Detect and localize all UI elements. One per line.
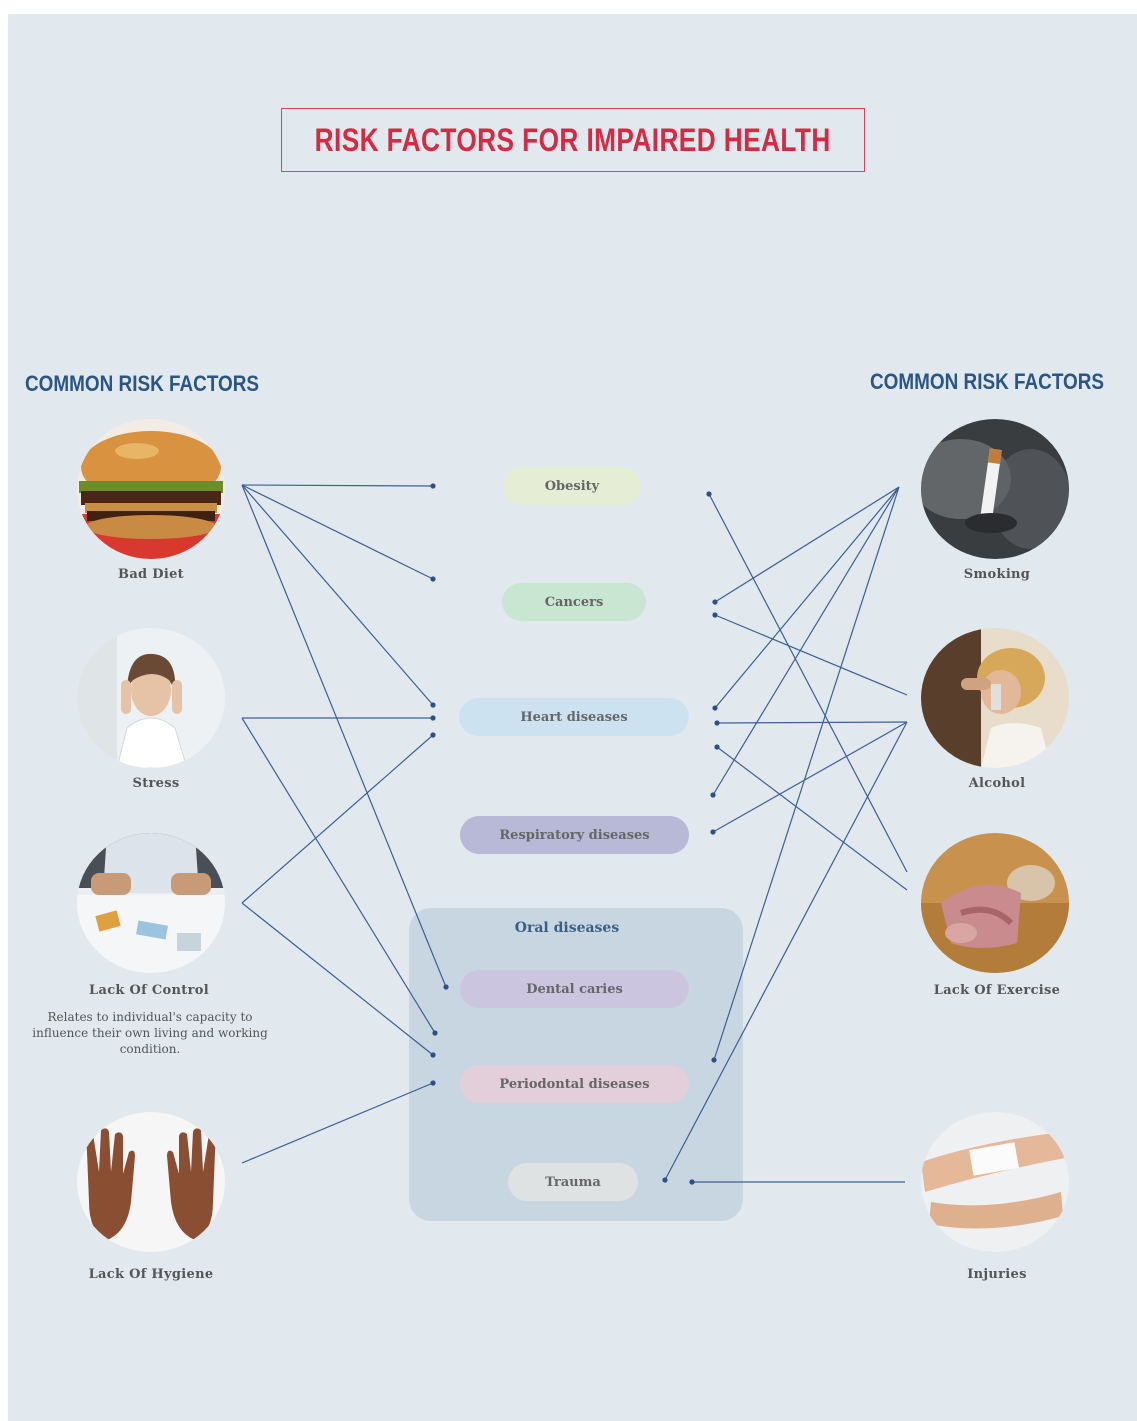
condition-cancers: Cancers [502, 583, 646, 621]
label-smoking: Smoking [963, 567, 1031, 582]
title-box: RISK FACTORS FOR IMPAIRED HEALTH [281, 108, 865, 172]
condition-periodontal-diseases: Periodontal diseases [460, 1065, 689, 1103]
oral-diseases-label: Oral diseases [514, 920, 620, 936]
lack-of-control-description: Relates to individual's capacity to infl… [32, 1010, 268, 1056]
label-injuries: Injuries [967, 1267, 1027, 1282]
drinking-woman-photo [921, 628, 1069, 768]
couch-sleeper-photo [921, 833, 1069, 973]
messy-desk-photo [77, 833, 225, 973]
label-alcohol: Alcohol [968, 776, 1026, 791]
dirty-hands-photo [77, 1112, 225, 1252]
burger-photo [77, 419, 225, 559]
condition-heart-diseases: Heart diseases [459, 698, 689, 736]
stressed-woman-photo [77, 628, 225, 768]
right-column-heading: COMMON RISK FACTORS [870, 369, 1105, 394]
bandaged-arm-photo [921, 1112, 1069, 1252]
label-bad-diet: Bad Diet [118, 567, 184, 582]
condition-trauma: Trauma [508, 1163, 638, 1201]
label-lack-of-exercise: Lack Of Exercise [933, 983, 1061, 998]
condition-respiratory-diseases: Respiratory diseases [460, 816, 689, 854]
label-stress: Stress [132, 776, 180, 791]
condition-obesity: Obesity [503, 467, 641, 505]
diagram-title: RISK FACTORS FOR IMPAIRED HEALTH [314, 121, 832, 158]
label-lack-of-control: Lack Of Control [89, 983, 209, 998]
cigarette-photo [921, 419, 1069, 559]
left-column-heading: COMMON RISK FACTORS [25, 371, 260, 396]
label-lack-of-hygiene: Lack Of Hygiene [88, 1267, 214, 1282]
condition-dental-caries: Dental caries [460, 970, 689, 1008]
